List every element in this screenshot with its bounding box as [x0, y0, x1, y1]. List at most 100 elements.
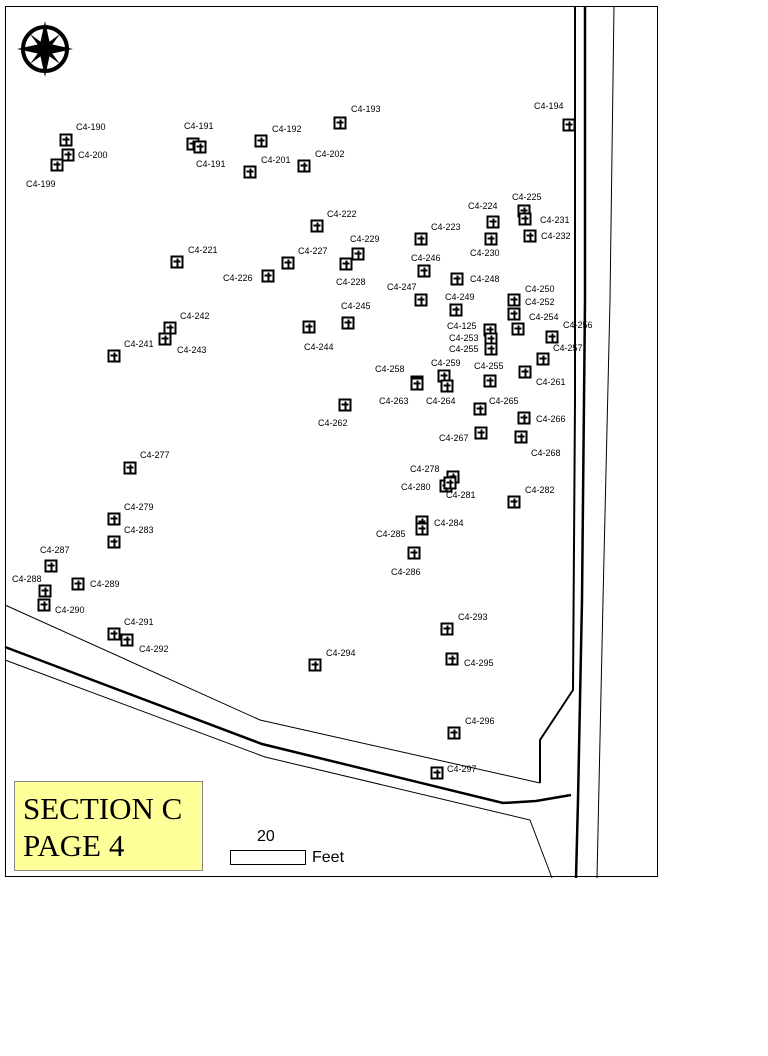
grave-marker-cross-icon[interactable]: [474, 426, 488, 440]
grave-label: C4-244: [304, 342, 334, 352]
grave-marker-cross-icon[interactable]: [430, 766, 444, 780]
grave-marker-cross-icon[interactable]: [308, 658, 322, 672]
grave-marker-cross-icon[interactable]: [562, 118, 576, 132]
grave-marker-cross-icon[interactable]: [484, 332, 498, 346]
grave-marker-cross-icon[interactable]: [310, 219, 324, 233]
grave-marker-cross-icon[interactable]: [483, 374, 497, 388]
grave-marker-cross-icon[interactable]: [297, 159, 311, 173]
grave-label: C4-200: [78, 150, 108, 160]
grave-marker-cross-icon[interactable]: [193, 140, 207, 154]
grave-label: C4-263: [379, 396, 409, 406]
grave-label: C4-255: [449, 344, 479, 354]
grave-label: C4-292: [139, 644, 169, 654]
grave-marker-cross-icon[interactable]: [50, 158, 64, 172]
grave-label: C4-247: [387, 282, 417, 292]
grave-label: C4-222: [327, 209, 357, 219]
grave-marker-cross-icon[interactable]: [511, 322, 525, 336]
grave-marker-cross-icon[interactable]: [486, 215, 500, 229]
grave-marker-cross-icon[interactable]: [59, 133, 73, 147]
grave-label: C4-290: [55, 605, 85, 615]
grave-marker-cross-icon[interactable]: [107, 627, 121, 641]
grave-marker-cross-icon[interactable]: [38, 584, 52, 598]
grave-label: C4-230: [470, 248, 500, 258]
grave-label: C4-191: [196, 159, 226, 169]
grave-marker-cross-icon[interactable]: [507, 307, 521, 321]
grave-label: C4-255: [474, 361, 504, 371]
grave-label: C4-241: [124, 339, 154, 349]
grave-marker-cross-icon[interactable]: [341, 316, 355, 330]
grave-label: C4-245: [341, 301, 371, 311]
grave-label: C4-227: [298, 246, 328, 256]
grave-marker-cross-icon[interactable]: [536, 352, 550, 366]
grave-marker-cross-icon[interactable]: [107, 512, 121, 526]
grave-label: C4-262: [318, 418, 348, 428]
road-edge: [4, 604, 541, 784]
grave-marker-cross-icon[interactable]: [518, 365, 532, 379]
grave-marker-cross-icon[interactable]: [484, 232, 498, 246]
grave-marker-cross-icon[interactable]: [447, 726, 461, 740]
grave-label: C4-125: [447, 321, 477, 331]
grave-label: C4-246: [411, 253, 441, 263]
grave-marker-cross-icon[interactable]: [514, 430, 528, 444]
grave-label: C4-258: [375, 364, 405, 374]
grave-marker-cross-icon[interactable]: [407, 546, 421, 560]
grave-label: C4-267: [439, 433, 469, 443]
grave-marker-cross-icon[interactable]: [449, 303, 463, 317]
grave-label: C4-268: [531, 448, 561, 458]
grave-marker-cross-icon[interactable]: [523, 229, 537, 243]
grave-label: C4-226: [223, 273, 253, 283]
grave-label: C4-283: [124, 525, 154, 535]
grave-marker-cross-icon[interactable]: [445, 652, 459, 666]
grave-label: C4-202: [315, 149, 345, 159]
grave-label: C4-194: [534, 101, 564, 111]
grave-marker-cross-icon[interactable]: [507, 495, 521, 509]
grave-marker-cross-icon[interactable]: [37, 598, 51, 612]
grave-marker-cross-icon[interactable]: [107, 349, 121, 363]
grave-marker-cross-icon[interactable]: [507, 293, 521, 307]
grave-marker-cross-icon[interactable]: [450, 272, 464, 286]
grave-label: C4-279: [124, 502, 154, 512]
grave-marker-cross-icon[interactable]: [333, 116, 347, 130]
grave-marker-cross-icon[interactable]: [120, 633, 134, 647]
grave-marker-cross-icon[interactable]: [71, 577, 85, 591]
grave-marker-cross-icon[interactable]: [545, 330, 559, 344]
section-title: SECTION C: [23, 791, 183, 826]
grave-label: C4-294: [326, 648, 356, 658]
grave-label: C4-252: [525, 297, 555, 307]
grave-marker-cross-icon[interactable]: [107, 535, 121, 549]
map-frame: [5, 6, 658, 877]
grave-marker-cross-icon[interactable]: [517, 411, 531, 425]
grave-marker-cross-icon[interactable]: [123, 461, 137, 475]
grave-marker-cross-icon[interactable]: [440, 379, 454, 393]
grave-marker-cross-icon[interactable]: [440, 622, 454, 636]
grave-marker-cross-icon[interactable]: [338, 398, 352, 412]
grave-label: C4-193: [351, 104, 381, 114]
grave-label: C4-223: [431, 222, 461, 232]
grave-marker-cross-icon[interactable]: [414, 232, 428, 246]
grave-marker-cross-icon[interactable]: [484, 342, 498, 356]
grave-label: C4-191: [184, 121, 214, 131]
grave-marker-cross-icon[interactable]: [44, 559, 58, 573]
section-title-box: SECTION C PAGE 4: [14, 781, 203, 871]
grave-label: C4-224: [468, 201, 498, 211]
grave-marker-cross-icon[interactable]: [518, 212, 532, 226]
grave-marker-cross-icon[interactable]: [473, 402, 487, 416]
grave-marker-cross-icon[interactable]: [61, 148, 75, 162]
grave-marker-cross-icon[interactable]: [243, 165, 257, 179]
grave-marker-cross-icon[interactable]: [443, 476, 457, 490]
grave-marker-cross-icon[interactable]: [339, 257, 353, 271]
grave-marker-cross-icon[interactable]: [417, 264, 431, 278]
grave-marker-cross-icon[interactable]: [351, 247, 365, 261]
grave-label: C4-297: [447, 764, 477, 774]
grave-marker-cross-icon[interactable]: [261, 269, 275, 283]
grave-marker-cross-icon[interactable]: [281, 256, 295, 270]
grave-label: C4-190: [76, 122, 106, 132]
grave-marker-cross-icon[interactable]: [158, 332, 172, 346]
grave-marker-cross-icon[interactable]: [170, 255, 184, 269]
grave-marker-cross-icon[interactable]: [302, 320, 316, 334]
grave-marker-cross-icon[interactable]: [414, 293, 428, 307]
grave-marker-cross-icon[interactable]: [410, 377, 424, 391]
grave-marker-cross-icon[interactable]: [415, 522, 429, 536]
grave-marker-cross-icon[interactable]: [254, 134, 268, 148]
grave-label: C4-278: [410, 464, 440, 474]
